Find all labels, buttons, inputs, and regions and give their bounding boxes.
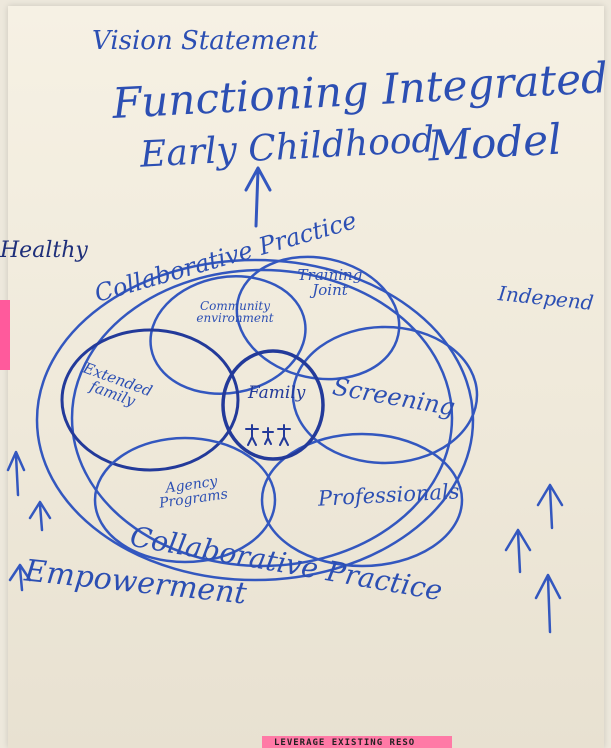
petal-training [235, 255, 401, 381]
petal-agency [93, 436, 277, 564]
pink-sticky-edge [0, 300, 10, 370]
vision-statement-label: Vision Statement [92, 26, 318, 56]
petal-label-community: Community environment [196, 299, 274, 325]
title-line-2-right: Model [426, 114, 563, 171]
petal-professionals [260, 432, 464, 568]
petal-label-training: Training Joint [297, 266, 363, 299]
family-circle [221, 349, 325, 461]
arrow-left-3 [8, 563, 32, 592]
outer-ellipse [35, 258, 475, 582]
family-label: Family [248, 383, 306, 403]
petal-screening [291, 325, 479, 465]
arrow-right-1 [536, 483, 564, 530]
arrow-right-2 [504, 528, 532, 574]
family-figures [245, 424, 291, 446]
arrow-left-1 [6, 450, 26, 497]
arrow-up-title [244, 166, 272, 228]
petal-extended [60, 328, 240, 472]
sticky-note-bottom: LEVERAGE EXISTING RESO [262, 736, 452, 748]
arrow-right-3 [534, 573, 562, 634]
healthy-label: Healthy [0, 238, 88, 263]
arrow-left-2 [28, 500, 52, 532]
